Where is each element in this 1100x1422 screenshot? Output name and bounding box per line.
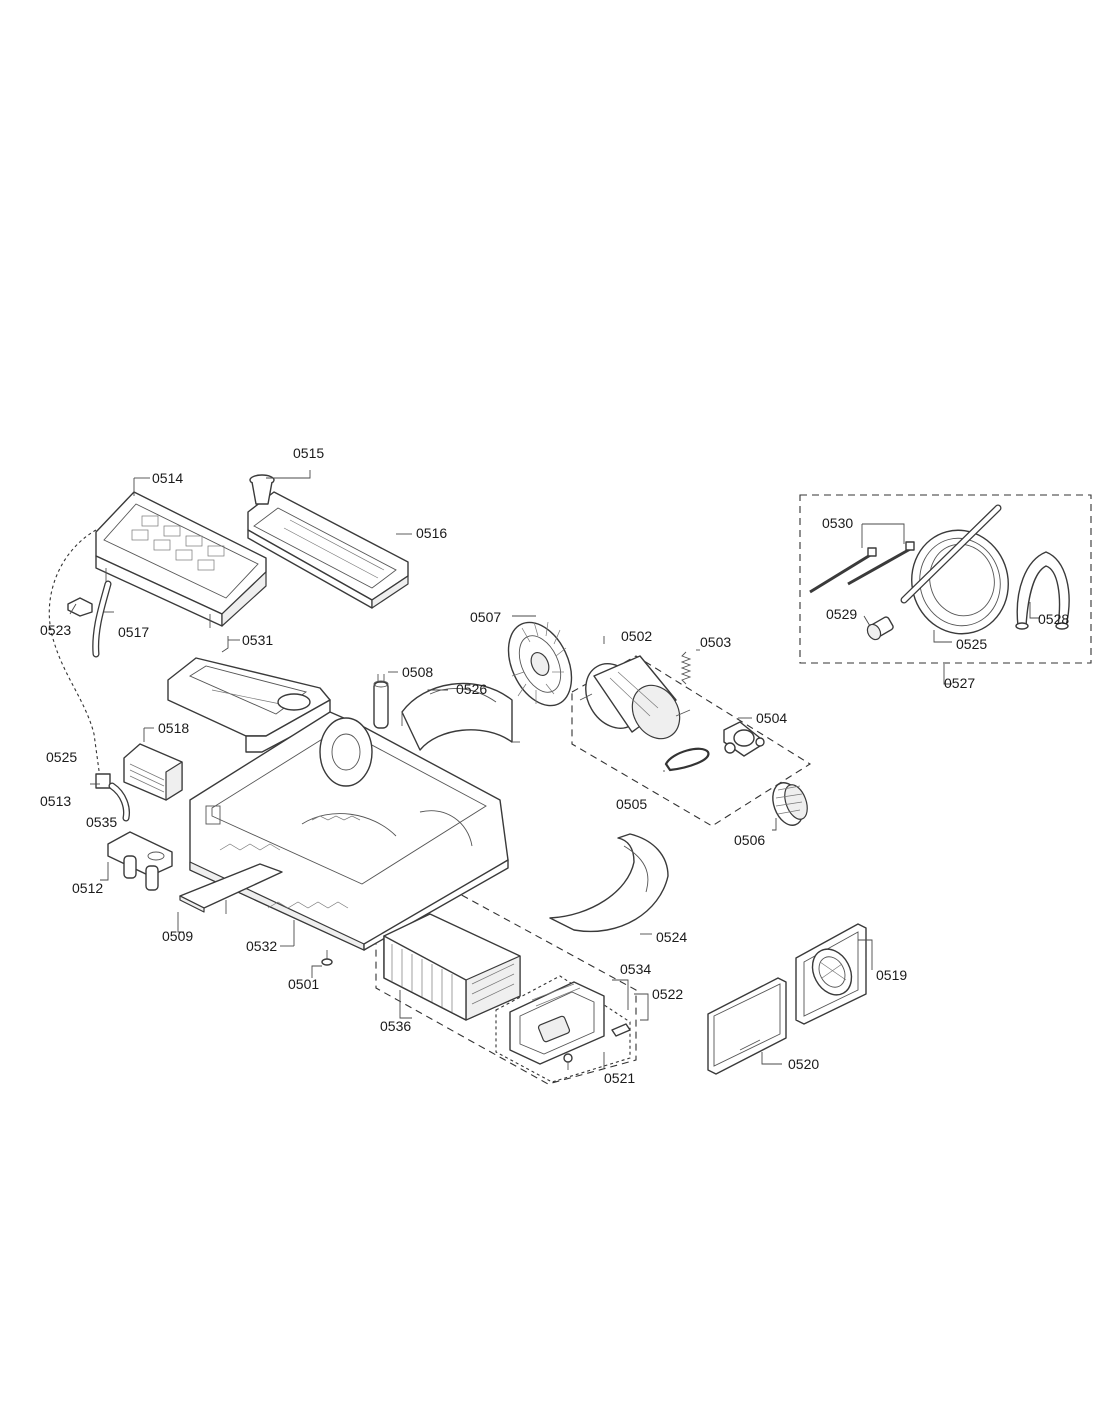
part-0514-water-container — [95, 491, 267, 628]
part-0504-tension-pulley — [723, 721, 765, 757]
label-0526: 0526 — [456, 681, 487, 697]
label-0528: 0528 — [1038, 611, 1069, 627]
label-0523: 0523 — [40, 622, 71, 638]
part-0512-pump — [107, 831, 173, 891]
part-0517-hose-inner — [93, 581, 111, 657]
part-0530-cable-ties — [809, 541, 915, 594]
part-0525-drain-hose-dashed — [48, 529, 101, 779]
part-0529-adapter — [866, 616, 894, 641]
label-0506: 0506 — [734, 832, 765, 848]
part-0506-impeller — [772, 782, 808, 826]
part-0509-filter-plate — [179, 863, 283, 914]
part-0528-hose-bracket — [1015, 551, 1070, 630]
label-0515: 0515 — [293, 445, 324, 461]
label-0535: 0535 — [86, 814, 117, 830]
label-0501: 0501 — [288, 976, 319, 992]
part-0535-hose-piece-inner — [109, 783, 129, 821]
label-0522: 0522 — [652, 986, 683, 1002]
condenser-cover-group-box — [495, 975, 631, 1083]
label-0536: 0536 — [380, 1018, 411, 1034]
part-0522-clip — [611, 1023, 631, 1037]
label-0508: 0508 — [402, 664, 433, 680]
label-0505: 0505 — [616, 796, 647, 812]
label-0514: 0514 — [152, 470, 183, 486]
label-0503: 0503 — [700, 634, 731, 650]
label-0520: 0520 — [788, 1056, 819, 1072]
label-0525-kit: 0525 — [956, 636, 987, 652]
part-0507-fan-wheel — [507, 621, 573, 707]
part-0503-spring — [680, 651, 692, 685]
label-0517: 0517 — [118, 624, 149, 640]
part-0536-condenser — [383, 913, 521, 1021]
part-0518-pump-cover — [123, 743, 183, 801]
leader-lines — [69, 470, 1040, 1068]
part-0505-belt — [664, 747, 710, 772]
label-0502: 0502 — [621, 628, 652, 644]
part-0534-condenser-cover — [509, 981, 605, 1065]
part-0532-base-frame — [189, 711, 509, 951]
label-0534: 0534 — [620, 961, 651, 977]
label-0516: 0516 — [416, 525, 447, 541]
label-0524: 0524 — [656, 929, 687, 945]
label-0518: 0518 — [158, 720, 189, 736]
part-labels: 0514 0515 0516 0523 0517 0531 0508 0526 … — [40, 445, 1069, 1086]
part-0531-air-duct — [167, 657, 331, 753]
part-0524-seal — [549, 833, 669, 933]
part-0515-filler-neck — [249, 474, 275, 505]
label-0527: 0527 — [944, 675, 975, 691]
part-0521-screw — [563, 1053, 573, 1070]
accessory-kit-box — [799, 494, 1092, 664]
label-0513: 0513 — [40, 793, 71, 809]
label-0504: 0504 — [756, 710, 787, 726]
label-0521: 0521 — [604, 1070, 635, 1086]
label-0531: 0531 — [242, 632, 273, 648]
part-0502-motor — [579, 655, 691, 740]
part-0523-clip — [67, 597, 93, 617]
part-0516-container-cover — [247, 491, 409, 609]
part-0501-foot — [321, 950, 333, 966]
label-0507: 0507 — [470, 609, 501, 625]
part-0513-hose-connector — [95, 773, 111, 789]
label-0530: 0530 — [822, 515, 853, 531]
part-0508-capacitor — [373, 674, 389, 729]
label-0525-left: 0525 — [46, 749, 77, 765]
part-0519-rear-panel — [795, 923, 867, 1025]
part-0525-drain-hose-coil — [900, 504, 1009, 635]
label-0532: 0532 — [246, 938, 277, 954]
part-0520-cover-plate — [707, 977, 787, 1075]
label-0512: 0512 — [72, 880, 103, 896]
label-0509: 0509 — [162, 928, 193, 944]
label-0519: 0519 — [876, 967, 907, 983]
label-0529: 0529 — [826, 606, 857, 622]
